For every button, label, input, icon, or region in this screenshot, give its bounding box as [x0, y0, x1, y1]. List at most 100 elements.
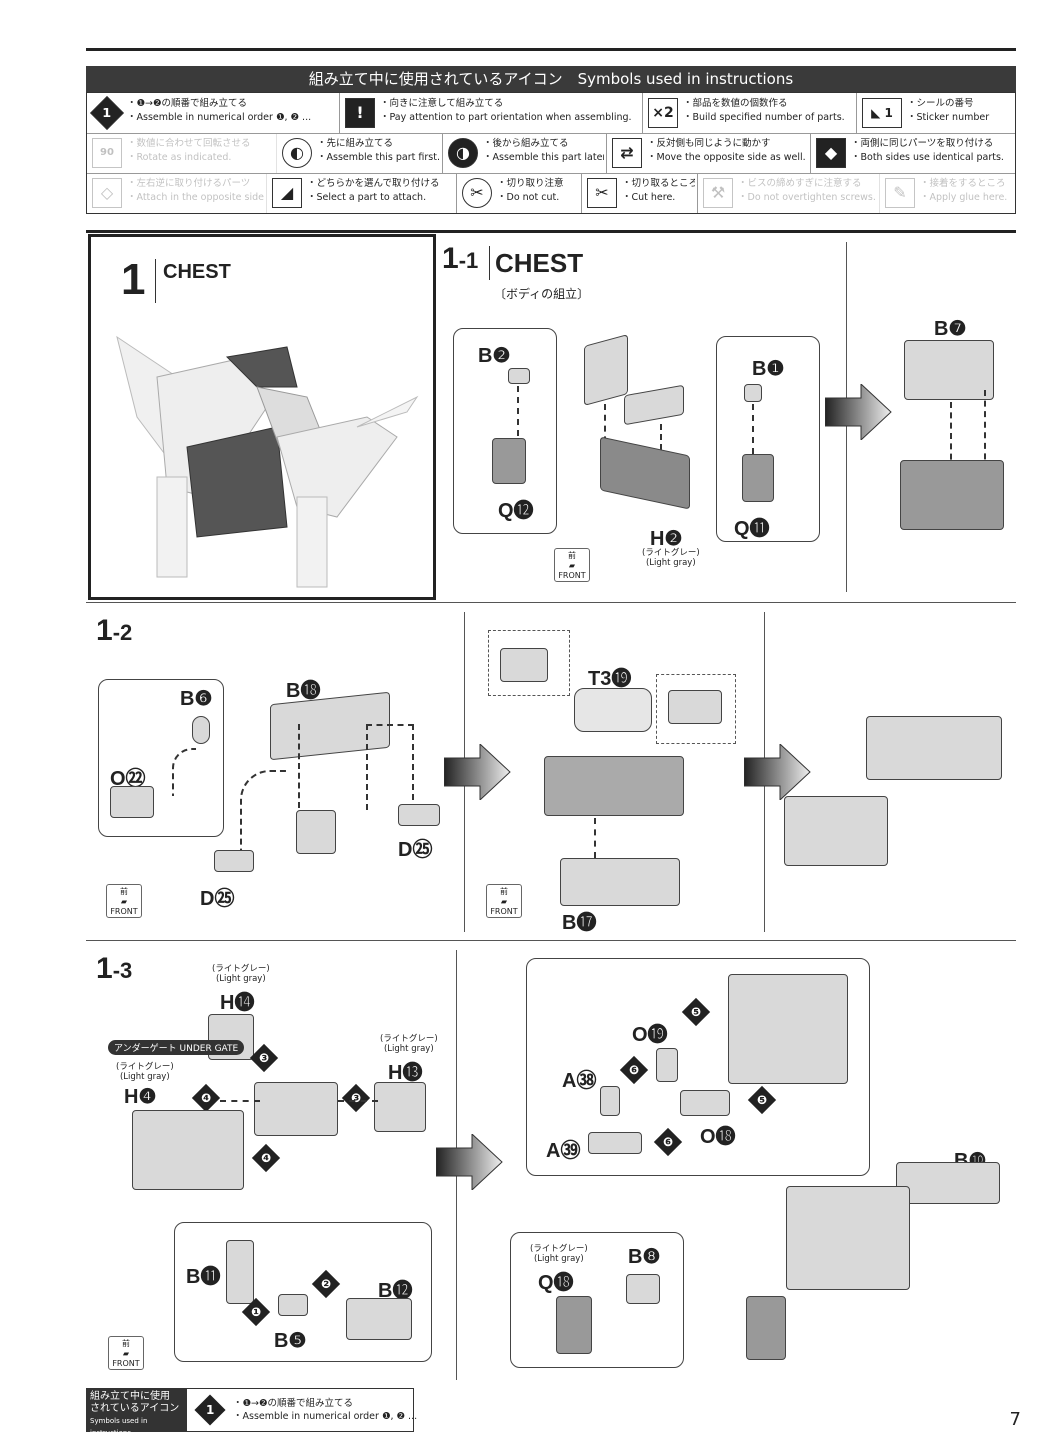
legend-row-2: 90 ・数値に合わせて回転させる・Rotate as indicated. ◐ … [87, 133, 1015, 174]
arrow-dashed [517, 386, 519, 436]
part-t3-19 [574, 688, 652, 732]
front-indicator: 前▰FRONT [554, 548, 590, 582]
label-o18: O⓲ [700, 1126, 736, 1148]
next-arrow [825, 384, 892, 440]
part-detail [668, 690, 722, 724]
under-gate-badge: アンダーゲート UNDER GATE [108, 1040, 245, 1055]
part-b10 [896, 1162, 1000, 1204]
arrow-dashed [950, 402, 952, 470]
label-d25-right: D㉕ [398, 839, 433, 861]
part-chest-upper [584, 334, 628, 406]
legend-text: ・どちらかを選んで取り付ける・Select a part to attach. [307, 178, 440, 203]
label-t3-19: T3⓳ [588, 668, 632, 690]
label-a38: A㊳ [562, 1070, 597, 1092]
arrow-dashed [298, 724, 300, 808]
legend-text: ・切り取り注意・Do not cut. [497, 178, 564, 203]
label-q18: Q⓲ [538, 1272, 574, 1294]
legend-cell: ◇ ・左右逆に取り付けるパーツ・Attach in the opposite s… [87, 173, 267, 213]
top-rule [86, 48, 1016, 51]
first-icon: ◐ [282, 138, 312, 168]
label-o19: O⓳ [632, 1024, 668, 1046]
part-d25-left [214, 850, 254, 872]
arrow-dashed [338, 1100, 378, 1102]
step-1-3-number: 1-3 [96, 952, 133, 985]
part-b6 [192, 716, 210, 744]
legend-cell: ×2 ・部品を数値の個数作る・Build specified number of… [643, 93, 857, 133]
part-h13 [374, 1082, 426, 1132]
rotate-icon: 90 [92, 138, 122, 168]
arrow-dashed [240, 770, 286, 852]
legend-text: ・シールの番号・Sticker number [907, 98, 990, 123]
step-1-1-subtitle: 〔ボディの組立〕 [494, 287, 590, 301]
label-h14: H⓮ [220, 992, 255, 1014]
step-1-1-title: CHEST [495, 248, 584, 278]
arrow-dashed [220, 1100, 260, 1102]
later-icon: ◑ [448, 138, 478, 168]
step-marker: ❸ [249, 1043, 279, 1073]
label-b6: B❻ [180, 688, 213, 710]
part-b12 [346, 1298, 412, 1340]
mecha-chest-illustration [116, 335, 419, 588]
part-d25-right [398, 804, 440, 826]
legend-text: ・左右逆に取り付けるパーツ・Attach in the opposite sid… [127, 178, 264, 203]
legend-cell: ◐ ・先に組み立てる・Assemble this part first. [277, 133, 443, 173]
part-frame-center [254, 1082, 338, 1136]
step-marker: ❹ [251, 1143, 281, 1173]
legend-text: ・切り取るところ・Cut here. [622, 178, 695, 203]
label-q18-note: (ライトグレー)(Light gray) [530, 1244, 588, 1264]
step-marker: ❸ [341, 1083, 371, 1113]
detail-box-right [656, 674, 736, 744]
select-part-icon: ◢ [272, 178, 302, 208]
callout-b1-q11 [716, 336, 820, 542]
label-h13-note: (ライトグレー)(Light gray) [380, 1034, 438, 1054]
glue-icon: ✎ [885, 178, 915, 208]
part-b7 [904, 340, 994, 400]
row-rule [86, 602, 1016, 603]
label-h4: H❹ [124, 1086, 157, 1108]
step-1-1-divider [489, 246, 490, 280]
arrow-dashed [172, 748, 196, 796]
part-a39 [588, 1132, 642, 1154]
footer-legend-text: ・❶→❷の順番で組み立てる・Assemble in numerical orde… [233, 1398, 418, 1422]
part-o19 [656, 1048, 678, 1082]
part-lower-assembly [784, 796, 888, 866]
part-chest-main [786, 1186, 910, 1290]
icon-legend: 1 ・❶→❷の順番で組み立てる・Assemble in numerical or… [86, 92, 1016, 214]
part-a38 [600, 1086, 620, 1116]
part-q11 [742, 454, 774, 502]
sticker-icon: ◣ 1 [862, 98, 902, 128]
both-sides-icon: ◆ [816, 138, 846, 168]
row-rule [86, 940, 1016, 941]
next-arrow [444, 744, 511, 800]
label-b1: B❶ [752, 358, 785, 380]
label-b18: B⓲ [286, 680, 321, 702]
label-h4-note: (ライトグレー)(Light gray) [116, 1062, 174, 1082]
legend-text: ・両側に同じパーツを取り付ける・Both sides use identical… [851, 138, 1004, 163]
legend-cell: ⇄ ・反対側も同じように動かす・Move the opposite side a… [607, 133, 811, 173]
part-upper-assembly [866, 716, 1002, 780]
legend-cell: ✎ ・接着をするところ・Apply glue here. [880, 173, 1017, 213]
step-marker: ❹ [191, 1083, 221, 1113]
numbered-order-icon: 1 [194, 1394, 226, 1426]
step-1-2-number: 1-2 [96, 614, 133, 647]
part-chest-side [624, 384, 684, 426]
part-b5 [278, 1294, 308, 1316]
part-q18 [556, 1296, 592, 1354]
front-indicator: 前▰FRONT [108, 1336, 144, 1370]
front-indicator: 前▰FRONT [486, 884, 522, 918]
part-chest-front [728, 974, 848, 1084]
cut-here-icon: ✂ [587, 178, 617, 208]
label-b17: B⓱ [562, 912, 597, 934]
part-chest-frame [544, 756, 684, 816]
part-joint [296, 810, 336, 854]
arrow-dashed [984, 390, 986, 470]
legend-text: ・向きに注意して組み立てる・Pay attention to part orie… [380, 98, 632, 123]
part-b1 [744, 384, 762, 402]
part-h2 [600, 436, 690, 510]
legend-text: ・数値に合わせて回転させる・Rotate as indicated. [127, 138, 251, 163]
part-chest-assembly [900, 460, 1004, 530]
opposite-attach-icon: ◇ [92, 178, 122, 208]
label-b2: B❷ [478, 345, 511, 367]
arrow-dashed [594, 818, 596, 858]
legend-cell: 1 ・❶→❷の順番で組み立てる・Assemble in numerical or… [87, 93, 340, 133]
